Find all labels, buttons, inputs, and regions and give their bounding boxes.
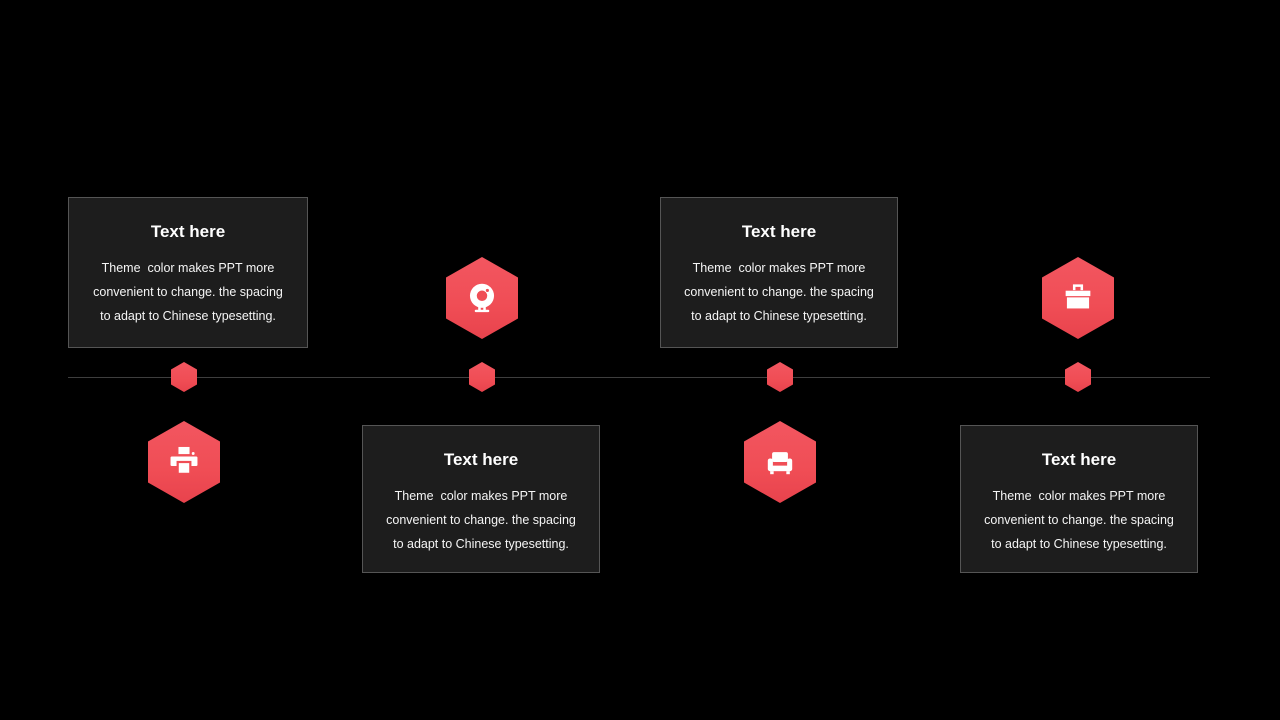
- icon-hexagon: [148, 421, 220, 503]
- timeline-marker-hexagon: [171, 362, 197, 392]
- icon-hexagon: [744, 421, 816, 503]
- card-title: Text here: [1041, 450, 1117, 469]
- icon-hexagon: [1042, 257, 1114, 339]
- timeline-line: [68, 377, 1210, 378]
- card-title: Text here: [150, 222, 226, 241]
- text-card: Text here Theme color makes PPT more con…: [362, 425, 600, 573]
- card-body: Theme color makes PPT more convenient to…: [386, 489, 580, 551]
- webcam-icon: [469, 283, 495, 313]
- timeline-marker-hexagon: [469, 362, 495, 392]
- timeline-marker-hexagon: [1065, 362, 1091, 392]
- text-card: Text here Theme color makes PPT more con…: [960, 425, 1198, 573]
- timeline-marker-hexagon: [767, 362, 793, 392]
- card-body: Theme color makes PPT more convenient to…: [984, 489, 1178, 551]
- armchair-icon: [767, 452, 793, 475]
- icon-hexagon: [446, 257, 518, 339]
- card-title: Text here: [443, 450, 519, 469]
- text-card: Text here Theme color makes PPT more con…: [68, 197, 308, 348]
- card-title: Text here: [741, 222, 817, 241]
- text-card: Text here Theme color makes PPT more con…: [660, 197, 898, 348]
- card-body: Theme color makes PPT more convenient to…: [93, 261, 287, 323]
- briefcase-icon: [1065, 284, 1091, 309]
- card-body: Theme color makes PPT more convenient to…: [684, 261, 878, 323]
- printer-icon: [170, 446, 198, 475]
